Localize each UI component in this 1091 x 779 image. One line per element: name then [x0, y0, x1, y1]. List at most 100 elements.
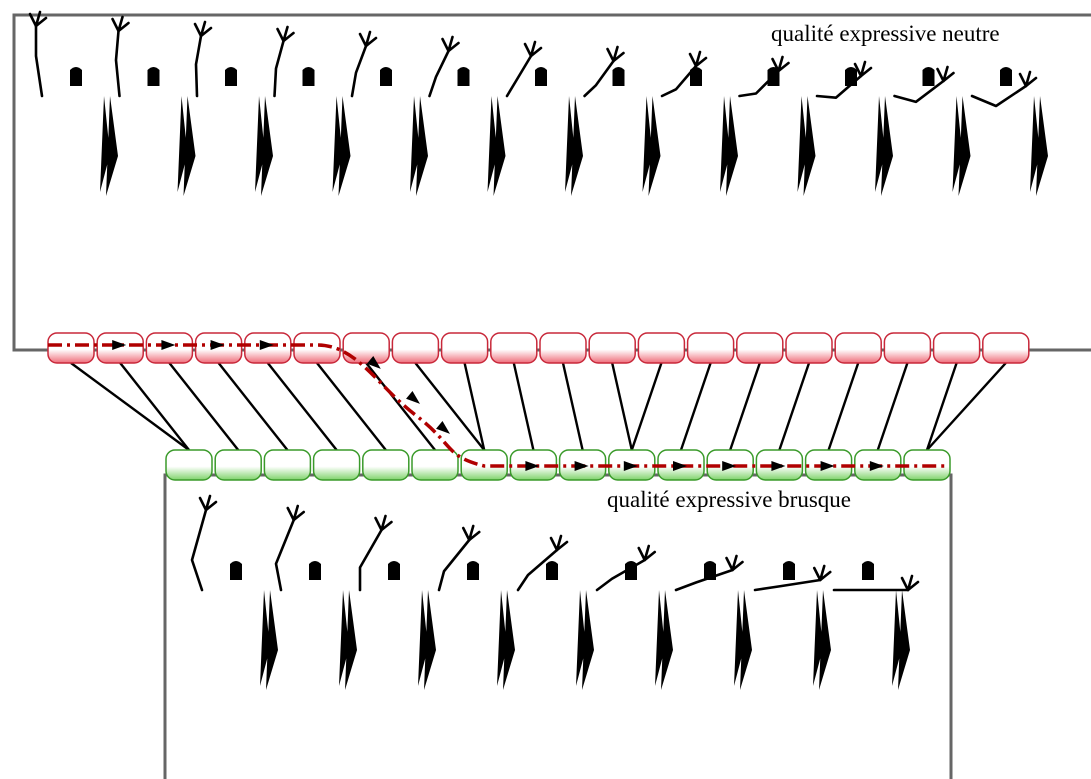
- top-frame-cell: [442, 333, 488, 363]
- hand-icon: [727, 556, 743, 570]
- stick-figure: [439, 526, 515, 779]
- raised-arm: [895, 81, 944, 102]
- stick-figure: [817, 62, 893, 286]
- top-frame-cell: [392, 333, 438, 363]
- hand-icon: [443, 37, 459, 51]
- raised-arm: [507, 56, 531, 96]
- bottom-frame-cell: [314, 450, 360, 480]
- stick-figure: [113, 17, 196, 286]
- hand-icon: [278, 27, 294, 41]
- hand-icon: [195, 22, 211, 36]
- hand-icon: [690, 52, 706, 66]
- raised-arm: [275, 41, 284, 96]
- arrow-icon: [436, 421, 453, 438]
- stick-figure: [597, 546, 673, 779]
- bottom-frame-cell: [264, 450, 310, 480]
- match-connector: [927, 363, 957, 450]
- bottom-figure-row: [192, 496, 918, 779]
- top-frame-cell: [786, 333, 832, 363]
- hand-icon: [113, 17, 129, 31]
- top-frame-cell: [638, 333, 684, 363]
- top-frame-cell: [983, 333, 1029, 363]
- top-frame-cell: [97, 333, 143, 363]
- top-frame-cell: [737, 333, 783, 363]
- match-connector: [829, 363, 859, 450]
- raised-arm: [430, 51, 449, 96]
- hand-icon: [200, 496, 216, 510]
- frame-connector-lines: [71, 363, 1006, 450]
- match-connector: [632, 363, 662, 450]
- top-frame-cell: [294, 333, 340, 363]
- match-connector: [779, 363, 809, 450]
- bottom-frame-cell: [412, 450, 458, 480]
- stick-figure: [755, 561, 831, 779]
- arrow-icon: [406, 391, 423, 408]
- stick-figure: [275, 27, 351, 286]
- hand-icon: [639, 546, 655, 560]
- hand-icon: [855, 62, 871, 76]
- top-frame-cell: [934, 333, 980, 363]
- top-frame-cell: [245, 333, 291, 363]
- raised-arm: [196, 36, 201, 96]
- stick-figure: [30, 12, 118, 286]
- raised-arm: [276, 520, 294, 590]
- raised-arm: [116, 31, 120, 96]
- match-connector: [612, 363, 632, 450]
- stick-figure: [834, 561, 918, 779]
- match-connector: [681, 363, 711, 450]
- hand-icon: [608, 47, 624, 61]
- stick-figure: [430, 37, 506, 286]
- top-frame-cell: [884, 333, 930, 363]
- top-frame-cell: [589, 333, 635, 363]
- raised-arm: [585, 61, 614, 96]
- top-frame-cell: [540, 333, 586, 363]
- raised-arm: [192, 510, 206, 590]
- top-figure-row: [30, 12, 1048, 286]
- raised-arm: [755, 580, 820, 590]
- stick-figure: [192, 496, 278, 779]
- bottom-panel-label: qualité expressive brusque: [607, 487, 851, 512]
- stick-figure: [895, 67, 971, 286]
- hand-icon: [376, 516, 392, 530]
- stick-figure: [662, 52, 738, 286]
- top-frame-cell: [688, 333, 734, 363]
- stick-figure: [352, 32, 428, 286]
- hand-icon: [463, 526, 479, 540]
- stick-figure: [276, 506, 357, 779]
- raised-arm: [36, 26, 42, 96]
- match-connector: [514, 363, 534, 450]
- hand-icon: [525, 42, 541, 56]
- match-connector: [730, 363, 760, 450]
- stick-figure: [360, 516, 436, 779]
- hand-icon: [288, 506, 304, 520]
- hand-icon: [814, 566, 830, 580]
- bottom-frame-cell: [166, 450, 212, 480]
- match-connector: [878, 363, 908, 450]
- top-frame-cell: [196, 333, 242, 363]
- match-connector: [563, 363, 583, 450]
- stick-figure: [518, 536, 594, 779]
- top-panel-label: qualité expressive neutre: [771, 21, 1000, 46]
- stick-figure: [740, 57, 816, 286]
- stick-figure: [585, 47, 661, 286]
- top-frame-cell: [835, 333, 881, 363]
- match-connector: [927, 363, 1006, 450]
- hand-icon: [360, 32, 376, 46]
- top-frame-sequence: [48, 333, 1029, 363]
- stick-figure: [676, 556, 752, 779]
- raised-arm: [360, 530, 382, 590]
- raised-arm: [439, 540, 469, 590]
- stick-figure: [972, 67, 1048, 286]
- top-frame-cell: [491, 333, 537, 363]
- bottom-panel-frame: [165, 475, 951, 779]
- bottom-frame-cell: [363, 450, 409, 480]
- raised-arm: [597, 560, 645, 590]
- top-frame-cell: [48, 333, 94, 363]
- raised-arm: [352, 46, 366, 96]
- stick-figure: [195, 22, 273, 286]
- hand-icon: [1020, 72, 1036, 86]
- hand-icon: [902, 576, 918, 590]
- hand-icon: [938, 67, 954, 81]
- bottom-frame-cell: [215, 450, 261, 480]
